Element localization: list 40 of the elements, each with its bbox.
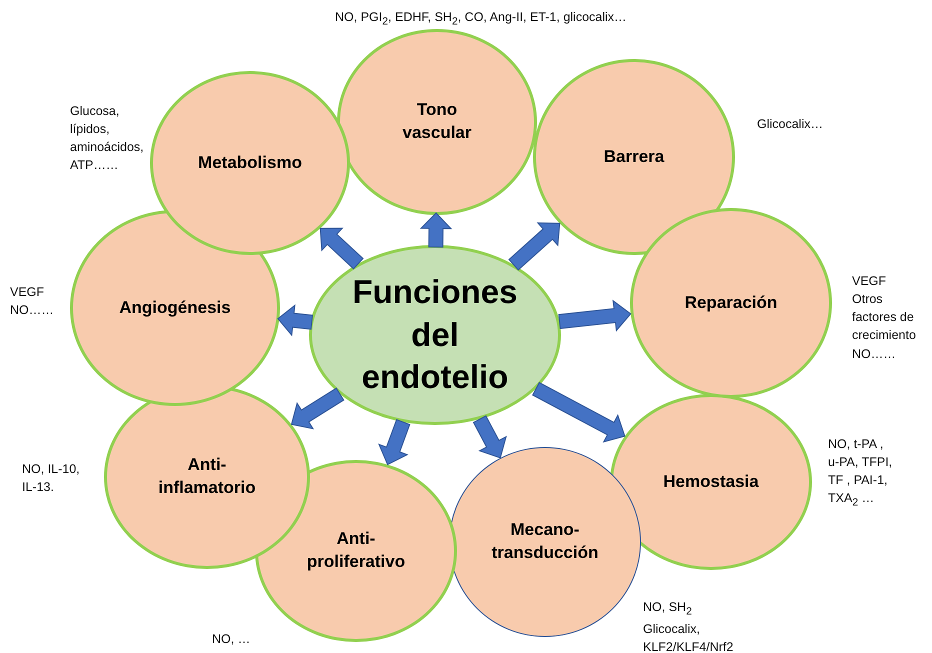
annotation-text: NO, … — [212, 631, 250, 648]
block-arrow — [290, 388, 344, 430]
annotation-text: NO, t-PA , — [828, 436, 884, 453]
node-label: Anti-proliferativo — [306, 528, 406, 573]
annotation-text: Otros factores de crecimiento — [852, 291, 917, 344]
block-arrow — [378, 419, 410, 466]
annotation-text: aminoácidos, — [70, 139, 144, 156]
block-arrow — [532, 382, 626, 443]
block-arrow — [508, 222, 560, 271]
node-label: Metabolismo — [197, 152, 303, 174]
node-label: Tono vascular — [402, 99, 472, 144]
annotation-text: KLF2/KLF4/Nrf2 — [643, 638, 734, 653]
block-arrow — [320, 228, 364, 270]
block-arrow — [277, 304, 314, 336]
annotation-text: u-PA, TFPI, — [828, 454, 892, 472]
node-label: Angiogénesis — [118, 296, 232, 319]
annotation-text: VEGF — [852, 273, 888, 290]
block-arrow — [558, 300, 632, 332]
node-label: Reparación — [684, 292, 778, 314]
annotation-text: NO…… — [10, 302, 54, 320]
node-label: Anti-inflamatorio — [157, 454, 257, 499]
annotation-text: Glicocalix… — [757, 116, 823, 133]
annotation-text: VEGF — [10, 284, 46, 301]
node-label: Hemostasia — [662, 470, 760, 493]
annotation-text: NO…… — [852, 346, 897, 362]
annotation-text: Glucosa, — [70, 103, 120, 120]
annotation-text: TF , PAI-1, — [828, 472, 888, 490]
annotation-text: NO, SH$_{2}$ — [643, 599, 693, 620]
annotation-text: ATP…… — [70, 157, 120, 174]
annotation-text: lípidos, — [70, 121, 111, 138]
annotation-text: NO, PGI$_{2}$, EDHF, SH$_{2}$, CO, Ang-II, ET-1, glicocalix… — [335, 9, 627, 30]
node-label: Barrera — [602, 146, 666, 168]
annotation-text: Glicocalix, — [643, 620, 701, 638]
block-arrow — [472, 415, 507, 459]
block-arrow — [420, 212, 452, 248]
annotation-text: NO, IL-10, — [22, 461, 80, 478]
annotation-text: IL-13. — [22, 479, 55, 496]
annotation-text: TXA$_{2}$ … — [828, 490, 876, 511]
node-label: Funciones del endotelio — [351, 272, 519, 398]
node-label: Mecano-transducción — [490, 519, 600, 564]
